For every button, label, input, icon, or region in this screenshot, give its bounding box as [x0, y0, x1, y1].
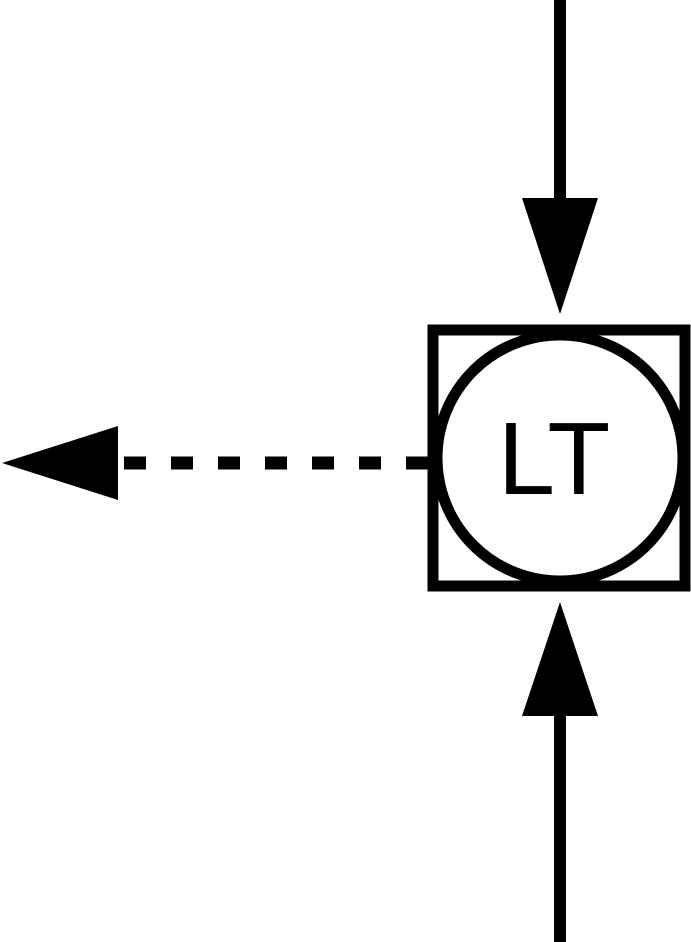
instrument-symbol: LT — [427, 324, 691, 592]
arrow-down-icon — [522, 198, 598, 314]
instrument-tag-label: LT — [498, 401, 611, 516]
signal-line-left — [2, 426, 428, 500]
arrow-left-icon — [2, 426, 118, 500]
process-line-top — [522, 0, 598, 314]
arrow-up-icon — [522, 602, 598, 716]
instrument-circle — [431, 329, 689, 587]
process-line-bottom — [522, 602, 598, 942]
